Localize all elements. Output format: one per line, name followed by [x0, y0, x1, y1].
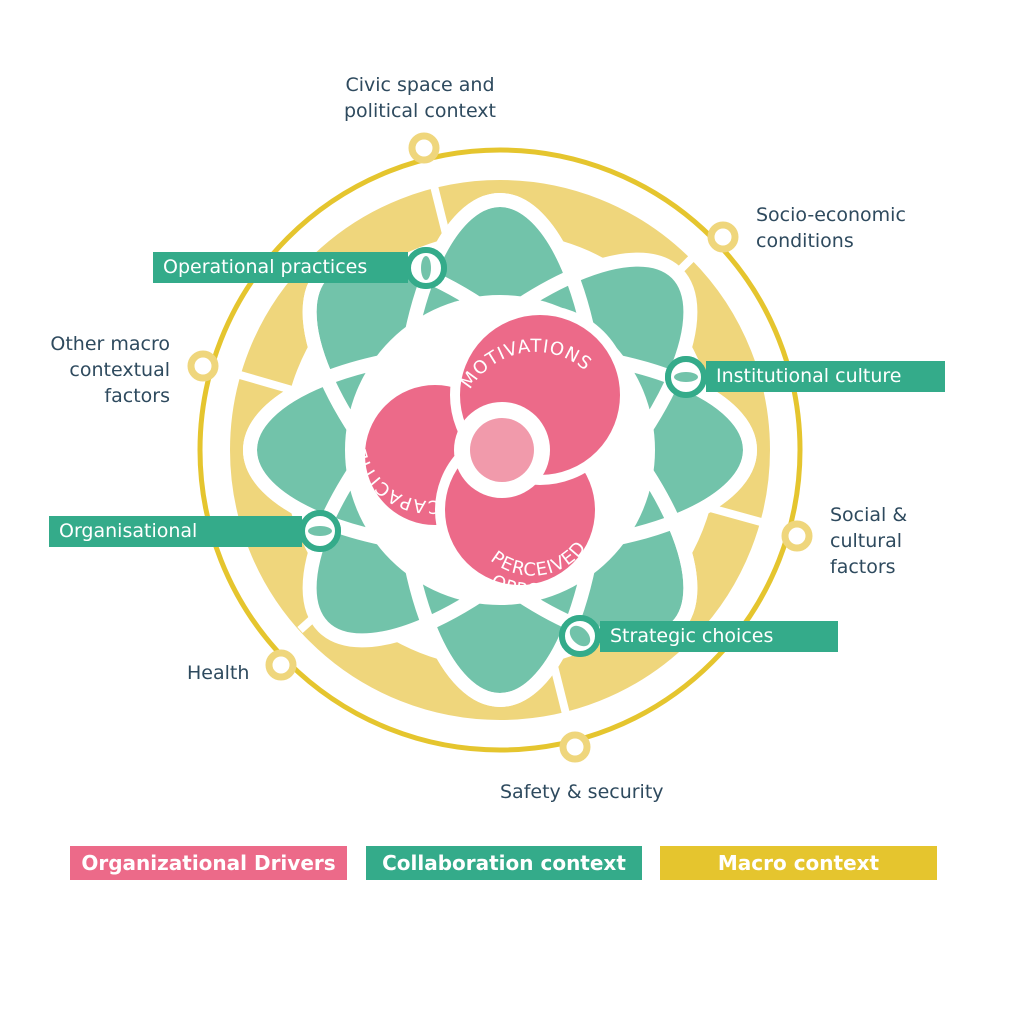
- legend-collaboration-context: Collaboration context: [366, 846, 642, 880]
- legend-macro-context: Macro context: [660, 846, 937, 880]
- other-macro-icon: [187, 350, 219, 382]
- institutional-culture-tag: Institutional culture: [706, 361, 945, 392]
- strategic-choices-tag: Strategic choices: [600, 621, 838, 652]
- legend-organizational-drivers: Organizational Drivers: [70, 846, 347, 880]
- organisational-structures-tag: Organisational structures: [49, 516, 302, 573]
- strategic-icon: [559, 615, 601, 657]
- civic-icon: [408, 132, 440, 164]
- safety-icon: [559, 731, 591, 763]
- macro-outer-ring: [197, 147, 803, 753]
- structures-icon: [299, 510, 341, 552]
- operational-practices-tag: Operational practices: [153, 252, 408, 283]
- safety-security-label: Safety & security: [500, 781, 664, 803]
- socio-icon: [707, 221, 739, 253]
- operational-icon: [405, 247, 447, 289]
- health-icon: [265, 649, 297, 681]
- core-center: [470, 418, 534, 482]
- macro-factor-icons: [187, 132, 813, 763]
- social-icon: [781, 520, 813, 552]
- institutional-icon: [665, 356, 707, 398]
- health-label: Health: [187, 662, 250, 684]
